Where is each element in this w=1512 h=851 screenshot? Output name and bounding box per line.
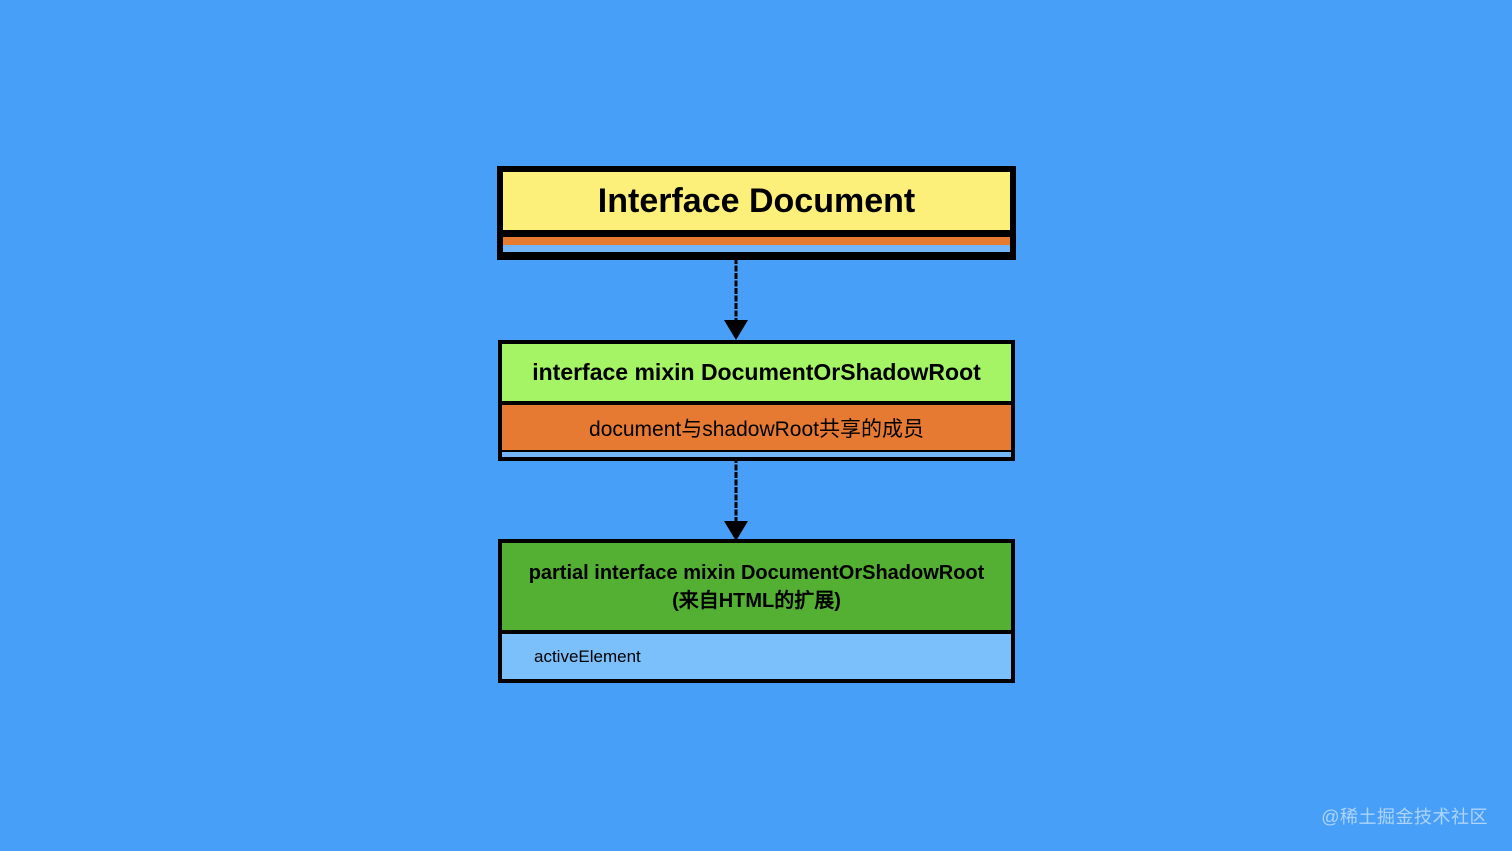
partial-mixin-box: partial interface mixin DocumentOrShadow… bbox=[498, 539, 1015, 683]
mixin-documentorshadowroot-box: interface mixin DocumentOrShadowRoot doc… bbox=[498, 340, 1015, 461]
arrow-document-to-mixin bbox=[724, 258, 748, 340]
methods-stripe bbox=[503, 245, 1010, 252]
mixin-title: interface mixin DocumentOrShadowRoot bbox=[502, 344, 1011, 401]
partial-mixin-title-line1: partial interface mixin DocumentOrShadow… bbox=[528, 561, 985, 584]
partial-mixin-members: activeElement bbox=[502, 634, 1011, 679]
watermark: @稀土掘金技术社区 bbox=[1321, 807, 1488, 827]
partial-mixin-title: partial interface mixin DocumentOrShadow… bbox=[502, 543, 1011, 630]
interface-document-title: Interface Document bbox=[503, 172, 1010, 230]
interface-document-box: Interface Document bbox=[497, 166, 1016, 260]
mixin-methods-stripe bbox=[502, 452, 1011, 457]
partial-mixin-title-line2: (来自HTML的扩展) bbox=[672, 589, 841, 612]
mixin-members: document与shadowRoot共享的成员 bbox=[502, 405, 1011, 450]
active-element-member: activeElement bbox=[534, 646, 641, 666]
arrow-mixin-to-partial bbox=[724, 457, 748, 541]
attributes-stripe bbox=[503, 237, 1010, 245]
